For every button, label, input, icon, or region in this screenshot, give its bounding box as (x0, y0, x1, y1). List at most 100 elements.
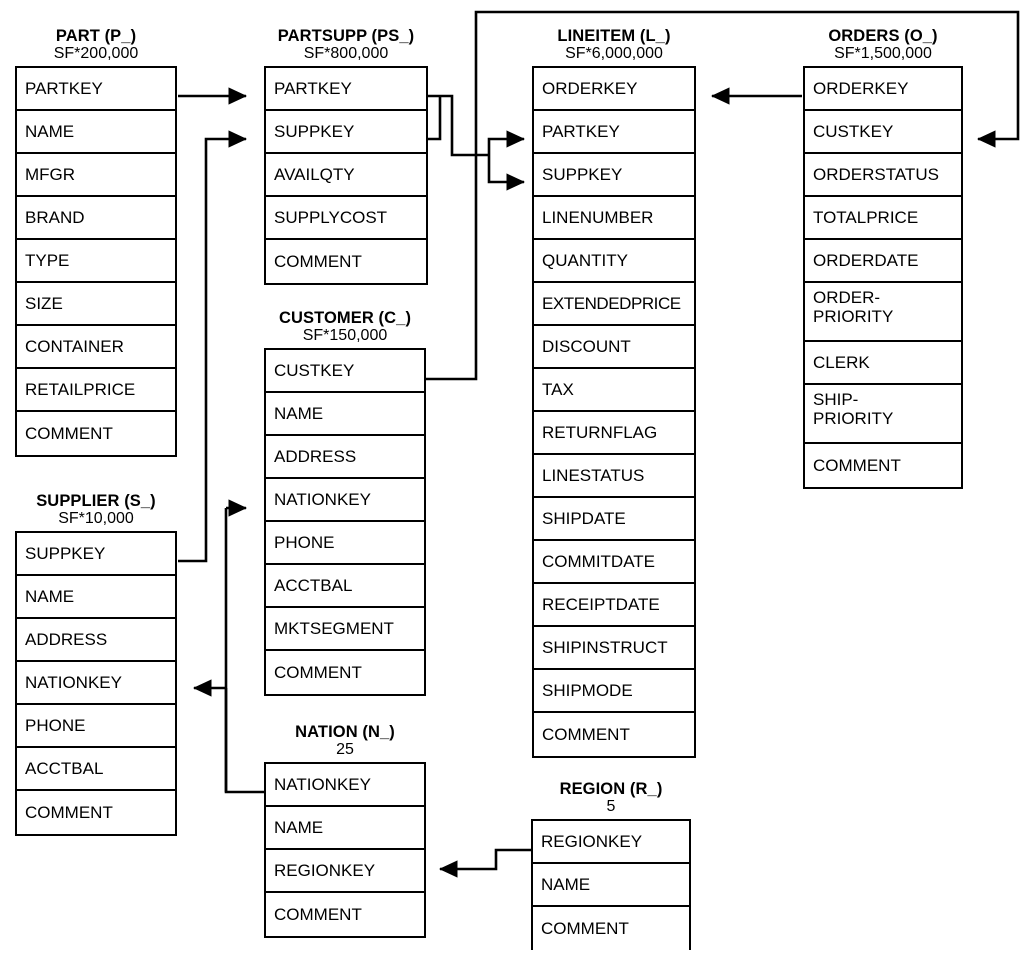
field-lineitem-extendedprice[interactable]: EXTENDEDPRICE (534, 283, 694, 327)
entity-lineitem-header: LINEITEM (L_) SF*6,000,000 (532, 27, 696, 63)
field-customer-comment[interactable]: COMMENT (266, 651, 424, 695)
field-lineitem-shipinstruct[interactable]: SHIPINSTRUCT (534, 627, 694, 671)
field-partsupp-supplycost[interactable]: SUPPLYCOST (266, 197, 426, 241)
field-lineitem-linenumber[interactable]: LINENUMBER (534, 197, 694, 241)
field-supplier-comment[interactable]: COMMENT (17, 791, 175, 835)
entity-partsupp-title: PARTSUPP (PS_) (277, 27, 415, 45)
entity-partsupp[interactable]: PARTSUPP (PS_) SF*800,000 PARTKEY SUPPKE… (264, 27, 428, 286)
field-nation-regionkey[interactable]: REGIONKEY (266, 850, 424, 894)
field-supplier-acctbal[interactable]: ACCTBAL (17, 748, 175, 792)
entity-customer-cardinality: SF*150,000 (302, 327, 388, 345)
field-orders-totalprice[interactable]: TOTALPRICE (805, 197, 961, 241)
field-customer-name[interactable]: NAME (266, 393, 424, 437)
field-lineitem-commitdate[interactable]: COMMITDATE (534, 541, 694, 585)
entity-lineitem-title: LINEITEM (L_) (557, 27, 671, 45)
field-supplier-nationkey[interactable]: NATIONKEY (17, 662, 175, 706)
field-part-retailprice[interactable]: RETAILPRICE (17, 369, 175, 413)
field-orders-ship-priority-line1: SHIP- (813, 390, 859, 410)
field-part-name[interactable]: NAME (17, 111, 175, 155)
entity-partsupp-fields: PARTKEY SUPPKEY AVAILQTY SUPPLYCOST COMM… (264, 66, 428, 286)
entity-orders-header: ORDERS (O_) SF*1,500,000 (803, 27, 963, 63)
entity-nation-fields: NATIONKEY NAME REGIONKEY COMMENT (264, 762, 426, 939)
field-part-type[interactable]: TYPE (17, 240, 175, 284)
field-customer-custkey[interactable]: CUSTKEY (266, 350, 424, 394)
field-region-comment[interactable]: COMMENT (533, 907, 689, 951)
entity-customer[interactable]: CUSTOMER (C_) SF*150,000 CUSTKEY NAME AD… (264, 309, 426, 697)
entity-supplier[interactable]: SUPPLIER (S_) SF*10,000 SUPPKEY NAME ADD… (15, 492, 177, 837)
entity-partsupp-cardinality: SF*800,000 (303, 45, 389, 63)
field-lineitem-orderkey[interactable]: ORDERKEY (534, 68, 694, 112)
wire-customer-custkey-to-orders-custkey (426, 10, 1020, 381)
field-part-partkey[interactable]: PARTKEY (17, 68, 175, 112)
wire-nation-nationkey-trunk (224, 508, 264, 794)
field-orders-ship-priority[interactable]: SHIP- PRIORITY (805, 385, 961, 445)
field-orders-order-priority[interactable]: ORDER- PRIORITY (805, 283, 961, 343)
field-orders-orderkey[interactable]: ORDERKEY (805, 68, 961, 112)
field-orders-custkey[interactable]: CUSTKEY (805, 111, 961, 155)
entity-orders-fields: ORDERKEY CUSTKEY ORDERSTATUS TOTALPRICE … (803, 66, 963, 490)
field-lineitem-quantity[interactable]: QUANTITY (534, 240, 694, 284)
entity-region[interactable]: REGION (R_) 5 REGIONKEY NAME COMMENT (531, 780, 691, 951)
entity-part-fields: PARTKEY NAME MFGR BRAND TYPE SIZE CONTAI… (15, 66, 177, 458)
wire-partsupp-partkey-trunk (428, 94, 454, 127)
field-customer-acctbal[interactable]: ACCTBAL (266, 565, 424, 609)
field-lineitem-receiptdate[interactable]: RECEIPTDATE (534, 584, 694, 628)
field-nation-nationkey[interactable]: NATIONKEY (266, 764, 424, 808)
field-customer-phone[interactable]: PHONE (266, 522, 424, 566)
entity-lineitem[interactable]: LINEITEM (L_) SF*6,000,000 ORDERKEY PART… (532, 27, 696, 759)
entity-lineitem-cardinality: SF*6,000,000 (565, 45, 663, 63)
field-lineitem-tax[interactable]: TAX (534, 369, 694, 413)
field-lineitem-shipmode[interactable]: SHIPMODE (534, 670, 694, 714)
entity-nation[interactable]: NATION (N_) 25 NATIONKEY NAME REGIONKEY … (264, 723, 426, 939)
entity-orders[interactable]: ORDERS (O_) SF*1,500,000 ORDERKEY CUSTKE… (803, 27, 963, 490)
field-supplier-suppkey[interactable]: SUPPKEY (17, 533, 175, 577)
field-lineitem-returnflag[interactable]: RETURNFLAG (534, 412, 694, 456)
field-orders-clerk[interactable]: CLERK (805, 342, 961, 386)
field-lineitem-partkey[interactable]: PARTKEY (534, 111, 694, 155)
field-partsupp-comment[interactable]: COMMENT (266, 240, 426, 284)
field-customer-address[interactable]: ADDRESS (266, 436, 424, 480)
field-partsupp-partkey[interactable]: PARTKEY (266, 68, 426, 112)
field-orders-comment[interactable]: COMMENT (805, 444, 961, 488)
field-customer-mktsegment[interactable]: MKTSEGMENT (266, 608, 424, 652)
field-lineitem-linestatus[interactable]: LINESTATUS (534, 455, 694, 499)
field-part-mfgr[interactable]: MFGR (17, 154, 175, 198)
entity-partsupp-header: PARTSUPP (PS_) SF*800,000 (264, 27, 428, 63)
wire-partsupp-suppkey-trunk (428, 96, 442, 141)
entity-customer-title: CUSTOMER (C_) (278, 309, 412, 327)
field-part-container[interactable]: CONTAINER (17, 326, 175, 370)
entity-region-title: REGION (R_) (559, 780, 663, 798)
field-region-name[interactable]: NAME (533, 864, 689, 908)
field-lineitem-suppkey[interactable]: SUPPKEY (534, 154, 694, 198)
field-lineitem-comment[interactable]: COMMENT (534, 713, 694, 757)
field-region-regionkey[interactable]: REGIONKEY (533, 821, 689, 865)
field-orders-ship-priority-line2: PRIORITY (813, 409, 894, 429)
field-customer-nationkey[interactable]: NATIONKEY (266, 479, 424, 523)
entity-nation-cardinality: 25 (336, 741, 354, 759)
field-partsupp-availqty[interactable]: AVAILQTY (266, 154, 426, 198)
field-orders-order-priority-line1: ORDER- (813, 288, 881, 308)
field-supplier-name[interactable]: NAME (17, 576, 175, 620)
field-orders-orderdate[interactable]: ORDERDATE (805, 240, 961, 284)
field-nation-comment[interactable]: COMMENT (266, 893, 424, 937)
wire-branch-to-lineitem-partkey (487, 130, 526, 155)
entity-part-header: PART (P_) SF*200,000 (15, 27, 177, 63)
field-part-comment[interactable]: COMMENT (17, 412, 175, 456)
field-nation-name[interactable]: NAME (266, 807, 424, 851)
field-part-brand[interactable]: BRAND (17, 197, 175, 241)
field-lineitem-discount[interactable]: DISCOUNT (534, 326, 694, 370)
entity-part-cardinality: SF*200,000 (53, 45, 139, 63)
field-supplier-address[interactable]: ADDRESS (17, 619, 175, 663)
field-partsupp-suppkey[interactable]: SUPPKEY (266, 111, 426, 155)
entity-part[interactable]: PART (P_) SF*200,000 PARTKEY NAME MFGR B… (15, 27, 177, 458)
wire-partsupp-merge-to-branch (450, 127, 489, 157)
entity-part-title: PART (P_) (55, 27, 137, 45)
field-part-size[interactable]: SIZE (17, 283, 175, 327)
field-supplier-phone[interactable]: PHONE (17, 705, 175, 749)
entity-region-fields: REGIONKEY NAME COMMENT (531, 819, 691, 951)
field-orders-order-priority-line2: PRIORITY (813, 307, 894, 327)
field-orders-orderstatus[interactable]: ORDERSTATUS (805, 154, 961, 198)
field-lineitem-shipdate[interactable]: SHIPDATE (534, 498, 694, 542)
